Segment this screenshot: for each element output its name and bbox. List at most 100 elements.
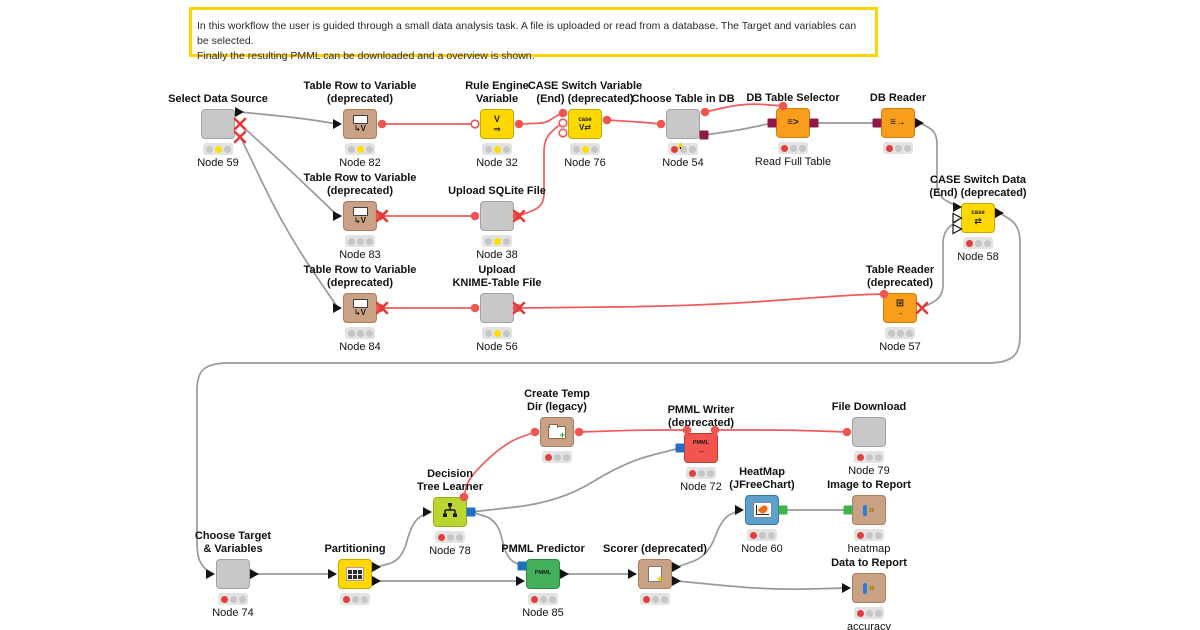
disconnected-port-x-icon — [512, 301, 526, 315]
table-reader-status — [885, 327, 915, 339]
title-line: Table Reader — [865, 264, 935, 276]
wire-select-to-82 — [239, 111, 339, 125]
table-row-to-variable-84-status — [345, 327, 375, 339]
status-dot — [229, 595, 237, 603]
choose-table-in-db-status: ! — [668, 142, 698, 155]
choose-table-in-db-node[interactable] — [666, 109, 700, 139]
star-glyph: ★ — [655, 574, 664, 584]
port-circ — [377, 119, 387, 129]
upload-sqlite-file-title: Upload SQLite File — [412, 185, 582, 198]
title-line: Variable — [475, 93, 519, 105]
status-dot — [493, 237, 501, 245]
image-to-report-label: heatmap — [847, 543, 891, 555]
title-line: Table Row to Variable — [303, 172, 417, 184]
rule-engine-variable-label: Node 32 — [476, 157, 518, 169]
status-dot — [874, 609, 882, 617]
data-to-report-title: Data to Report — [784, 557, 954, 570]
image-to-report-node[interactable]: » — [852, 495, 886, 525]
port-tri — [333, 303, 342, 313]
status-dot — [360, 595, 368, 603]
rule-engine-variable-node[interactable]: V⇒ — [480, 109, 514, 139]
status-dot — [347, 329, 355, 337]
db-table-selector-node[interactable]: ≡> — [776, 108, 810, 138]
data-to-report-label: accuracy — [846, 621, 892, 630]
table-row-to-variable-83-node[interactable]: ↳V — [343, 201, 377, 231]
image-to-report-status — [854, 529, 884, 541]
table-reader-label: Node 57 — [879, 341, 921, 353]
pmml-predictor-node[interactable]: PMML — [526, 559, 560, 589]
status-dot — [484, 145, 492, 153]
upload-knime-table-file-node[interactable] — [480, 293, 514, 323]
choose-target-variables-status — [218, 593, 248, 605]
port-circ-h — [558, 118, 568, 128]
status-dot — [548, 595, 556, 603]
upload-sqlite-file-node[interactable] — [480, 201, 514, 231]
create-temp-dir-icon: + — [548, 423, 566, 439]
partitioning-status — [340, 593, 370, 605]
wire-ruleengine-to-case76 — [518, 112, 564, 125]
file-download-node[interactable] — [852, 417, 886, 447]
wire-sqlite-to-case76 — [518, 123, 564, 217]
port-tri — [560, 569, 569, 579]
port-tri — [235, 107, 244, 117]
partitioning-node[interactable] — [338, 559, 372, 589]
db-reader-node[interactable]: ≡→ — [881, 108, 915, 138]
table-row-to-variable-82-node[interactable]: ↳V — [343, 109, 377, 139]
port-circ — [514, 119, 524, 129]
report-arrows: » — [868, 504, 875, 516]
port-sq — [778, 505, 788, 515]
pmml-predictor-status — [528, 593, 558, 605]
db-table-selector-icon: ≡> — [787, 118, 799, 128]
pmml-writer-node[interactable]: PMML→ — [684, 433, 718, 463]
port-circ — [530, 427, 540, 437]
upload-sqlite-file-status — [482, 235, 512, 247]
title-line: Select Data Source — [168, 93, 268, 105]
disconnected-port-x-icon — [233, 117, 247, 131]
decision-tree-learner-node[interactable] — [433, 497, 467, 527]
port-sq — [466, 507, 476, 517]
status-dot — [502, 329, 510, 337]
icon-text-bottom: → — [696, 446, 705, 456]
select-data-source-label: Node 59 — [197, 157, 239, 169]
port-circ — [470, 211, 480, 221]
port-circ — [700, 107, 710, 117]
title-line: Data to Report — [831, 557, 907, 569]
pmml-predictor-label: Node 85 — [522, 607, 564, 619]
table-row-to-variable-84-node[interactable]: ↳V — [343, 293, 377, 323]
image-to-report-icon: » — [863, 504, 875, 516]
status-dot — [965, 239, 973, 247]
wire-scorer-to-datareport — [676, 580, 848, 591]
table-row-to-variable-82-title: Table Row to Variable(deprecated) — [275, 80, 445, 106]
wire-pmmlwriter-to-filedownload — [714, 429, 848, 433]
scorer-icon: ★ — [648, 566, 664, 584]
choose-target-variables-node[interactable] — [216, 559, 250, 589]
table-reader-node[interactable]: ⊞→ — [883, 293, 917, 323]
annotation-box: In this workflow the user is guided thro… — [189, 7, 878, 62]
data-to-report-node[interactable]: » — [852, 573, 886, 603]
port-tri — [333, 119, 342, 129]
pmml-writer-icon: PMML→ — [693, 440, 709, 456]
select-data-source-node[interactable] — [201, 109, 235, 139]
status-dot — [856, 453, 864, 461]
title-line: CASE Switch Data — [930, 174, 1026, 186]
report-glyph: » — [863, 582, 875, 594]
status-dot — [798, 144, 806, 152]
status-dot — [856, 609, 864, 617]
scorer-node[interactable]: ★ — [638, 559, 672, 589]
scorer-status — [640, 593, 670, 605]
status-dot — [865, 531, 873, 539]
wire-tempdir-to-pmmlwriter — [578, 429, 688, 433]
case-switch-data-end-node[interactable]: case⇄ — [961, 203, 995, 233]
heatmap-jfreechart-node[interactable] — [745, 495, 779, 525]
create-temp-dir-node[interactable]: + — [540, 417, 574, 447]
icon-text-top: ⊞ — [895, 298, 905, 309]
db-reader-status — [883, 142, 913, 154]
status-dot — [562, 453, 570, 461]
pmml-predictor-icon: PMML — [535, 571, 551, 577]
status-dot — [351, 595, 359, 603]
warning-triangle-icon: ! — [677, 142, 684, 149]
